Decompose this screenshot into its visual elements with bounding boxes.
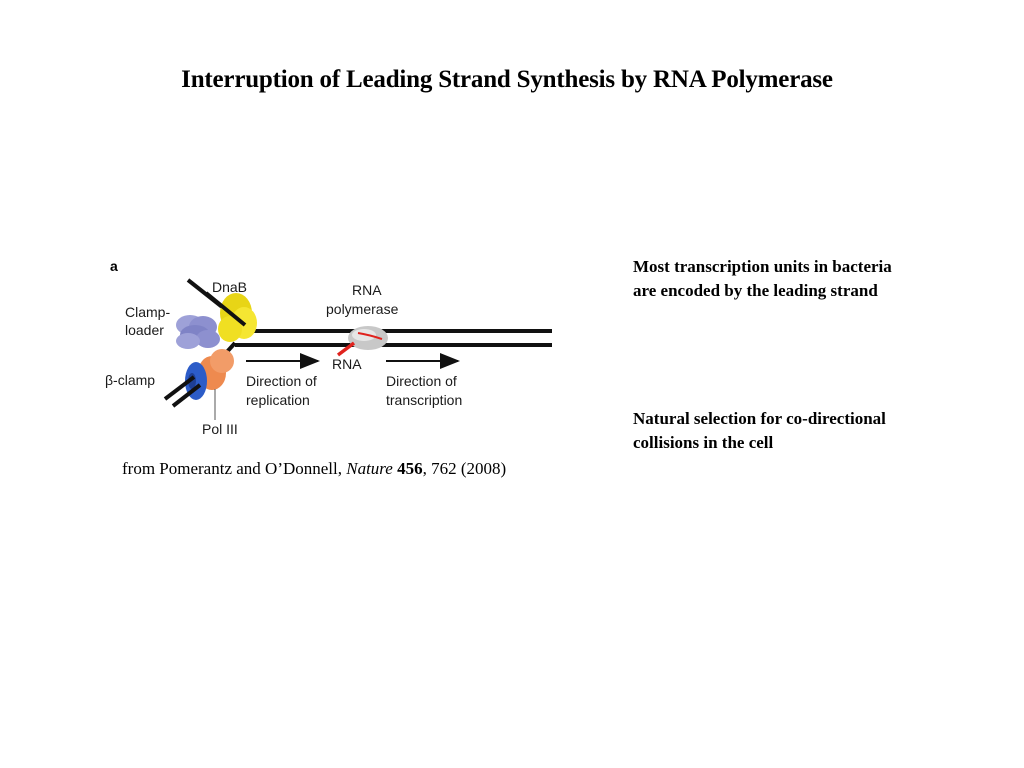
rna-transcript (336, 341, 356, 357)
replication-fork-svg: a (105, 258, 552, 437)
note-selection-line1: Natural selection for co-directional (633, 409, 886, 428)
pol-iii-label: Pol III (202, 421, 238, 437)
beta-clamp-strand-1 (163, 375, 196, 401)
citation-rest: , 762 (2008) (422, 459, 507, 478)
citation-volume: 456 (397, 459, 423, 478)
clamp-loader-label-line2: loader (125, 322, 164, 338)
rna-polymerase-label-line2: polymerase (326, 301, 399, 317)
direction-replication-label-line1: Direction of (246, 373, 317, 389)
rna-label: RNA (332, 356, 362, 372)
clamp-loader (176, 315, 220, 349)
direction-transcription-label-line1: Direction of (386, 373, 457, 389)
clamp-loader-label-line1: Clamp- (125, 304, 170, 320)
slide-title: Interruption of Leading Strand Synthesis… (181, 66, 833, 93)
citation-journal: Nature (346, 459, 393, 478)
replication-fork-diagram: a (100, 255, 560, 445)
beta-clamp-label: β-clamp (105, 372, 155, 388)
panel-letter: a (110, 258, 118, 274)
direction-transcription-label-line2: transcription (386, 392, 462, 408)
note-leading-strand-line1: Most transcription units in bacteria (633, 257, 892, 276)
rna-polymerase-label-line1: RNA (352, 282, 382, 298)
lagging-strand-through-dnab (204, 291, 247, 327)
note-selection-line2: collisions in the cell (633, 433, 774, 452)
direction-replication-label-line2: replication (246, 392, 310, 408)
beta-clamp-strand-2 (171, 383, 202, 408)
dnab-label: DnaB (212, 279, 247, 295)
figure-citation: from Pomerantz and O’Donnell, Nature 456… (122, 459, 506, 479)
citation-prefix: from Pomerantz and O’Donnell, (122, 459, 347, 478)
note-selection: Natural selection for co-directional col… (633, 407, 973, 455)
note-leading-strand-line2: are encoded by the leading strand (633, 281, 878, 300)
note-leading-strand: Most transcription units in bacteria are… (633, 255, 973, 303)
rna-in-polymerase (357, 332, 383, 340)
